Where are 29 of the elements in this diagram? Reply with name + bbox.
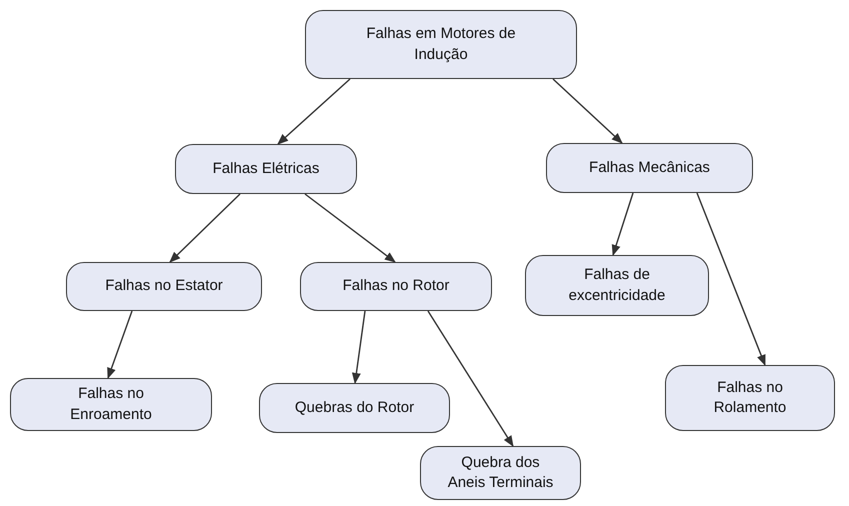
arrow — [427, 310, 514, 447]
rounded-box — [66, 262, 262, 311]
arrow — [107, 310, 133, 380]
arrow — [352, 310, 366, 384]
node-label: Falhas Mecânicas — [589, 158, 710, 178]
rounded-box — [420, 446, 581, 500]
node-label: Falhas de excentricidade — [568, 265, 666, 306]
rounded-box — [665, 365, 835, 431]
node-label: Falhas no Enroamento — [69, 384, 153, 424]
rounded-box — [10, 378, 212, 431]
arrow — [169, 194, 240, 263]
rounded-box — [525, 255, 709, 316]
rounded-box — [305, 10, 577, 79]
rounded-box — [175, 144, 357, 194]
rounded-box — [546, 143, 753, 193]
arrow — [277, 78, 350, 145]
node-label: Falhas em Motores de Indução — [365, 24, 517, 64]
arrow — [696, 192, 766, 366]
rounded-box — [300, 262, 492, 311]
node-label: Falhas no Rotor — [342, 276, 450, 296]
arrow — [304, 193, 396, 263]
arrow — [552, 78, 623, 144]
node-label: Quebra dos Aneis Terminais — [446, 452, 554, 493]
node-label: Falhas no Estator — [105, 276, 223, 296]
node-label: Quebras do Rotor — [294, 398, 414, 418]
node-label: Falhas no Rolamento — [712, 378, 788, 418]
node-label: Falhas Elétricas — [212, 158, 320, 179]
rounded-box — [259, 383, 450, 433]
arrow — [612, 192, 634, 256]
